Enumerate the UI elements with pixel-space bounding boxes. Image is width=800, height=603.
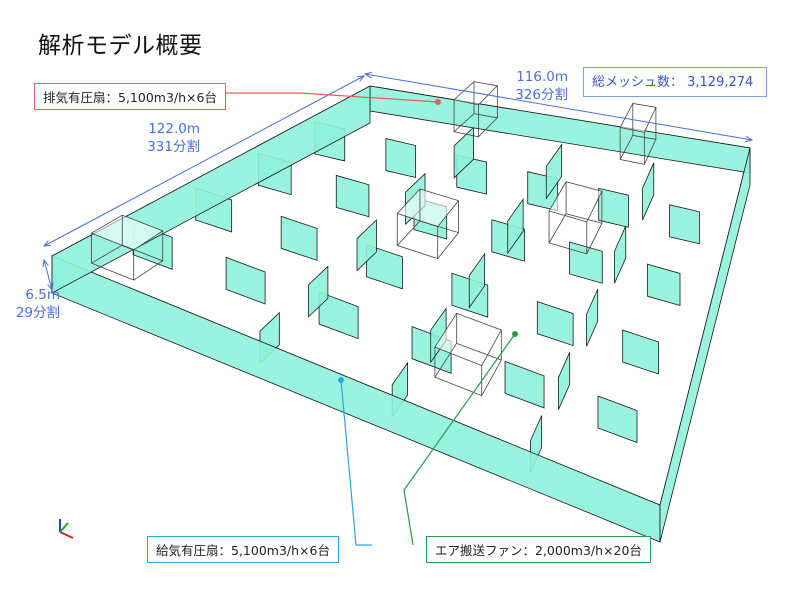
room-base [619, 134, 657, 165]
partition-wall [646, 263, 681, 306]
room-base [396, 220, 460, 260]
partition-wall [335, 174, 370, 218]
height-arrow-head [42, 258, 49, 268]
partition-wall [385, 138, 417, 179]
width-arrow-head [745, 135, 754, 143]
axis-y [59, 522, 69, 533]
partition-wall [545, 143, 563, 200]
partition-wall [280, 215, 318, 261]
height-arrow [43, 259, 53, 291]
partition-wall [614, 225, 627, 284]
partition-wall [669, 204, 700, 245]
room-boxes [90, 81, 657, 397]
room-box [619, 102, 657, 133]
partition-wall [597, 395, 638, 444]
partition-wall [318, 291, 359, 340]
partition-wall [453, 126, 474, 179]
depth-arrow-head [356, 75, 366, 82]
airfan-point [512, 331, 518, 337]
depth-arrow [43, 75, 365, 247]
depth-arrow-head [42, 240, 52, 247]
partition-wall [504, 360, 545, 409]
width-arrow-head [363, 71, 372, 79]
partition-wall [366, 244, 403, 290]
partition-wall [569, 241, 603, 284]
partition-wall [308, 265, 329, 318]
room-base [90, 244, 164, 281]
airfan-leader [403, 333, 516, 546]
partition-wall [642, 162, 655, 221]
partition-wall [558, 352, 571, 410]
depth-length: 122.0m [148, 121, 200, 137]
partition-wall [598, 187, 629, 228]
callout-lines [222, 92, 518, 546]
depth-dimension-label: 122.0m 331分割 [120, 120, 200, 156]
height-length: 6.5m [25, 287, 60, 303]
air-transfer-fan-label: エア搬送ファン：2,000m3/h×20台 [426, 536, 651, 563]
height-arrow-head [47, 282, 54, 292]
outer-wall-right [659, 147, 751, 543]
partition-wall [356, 219, 377, 272]
width-divisions: 326分割 [515, 87, 568, 103]
room-base [453, 113, 499, 138]
width-length: 116.0m [516, 69, 568, 85]
exhaust-point [435, 99, 441, 105]
width-dimension-label: 116.0m 326分割 [488, 68, 568, 104]
height-divisions: 29分割 [15, 305, 60, 321]
partition-wall [622, 329, 659, 375]
page-title: 解析モデル概要 [38, 33, 203, 59]
partition-wall [586, 288, 599, 347]
room-base [548, 213, 603, 255]
partition-wall [468, 252, 486, 309]
supply-point [338, 377, 344, 383]
room-base [434, 342, 502, 397]
supply-leader [340, 379, 372, 546]
width-arrow [364, 73, 753, 141]
depth-divisions: 331分割 [147, 139, 200, 155]
partition-wall [507, 197, 524, 255]
axis-x [59, 531, 74, 539]
partition-wall [536, 301, 574, 347]
dimension-arrows [42, 71, 754, 292]
partition-wall [225, 256, 266, 305]
height-dimension-label: 6.5m 29分割 [0, 286, 60, 322]
axis-triad-icon [59, 519, 74, 539]
mesh-count-label: 総メッシュ数： 3,129,274 [583, 67, 767, 97]
exhaust-fan-label: 排気有圧扇：5,100m3/h×6台 [34, 83, 226, 110]
exhaust-leader [222, 92, 439, 103]
supply-fan-label: 給気有圧扇：5,100m3/h×6台 [147, 536, 339, 563]
